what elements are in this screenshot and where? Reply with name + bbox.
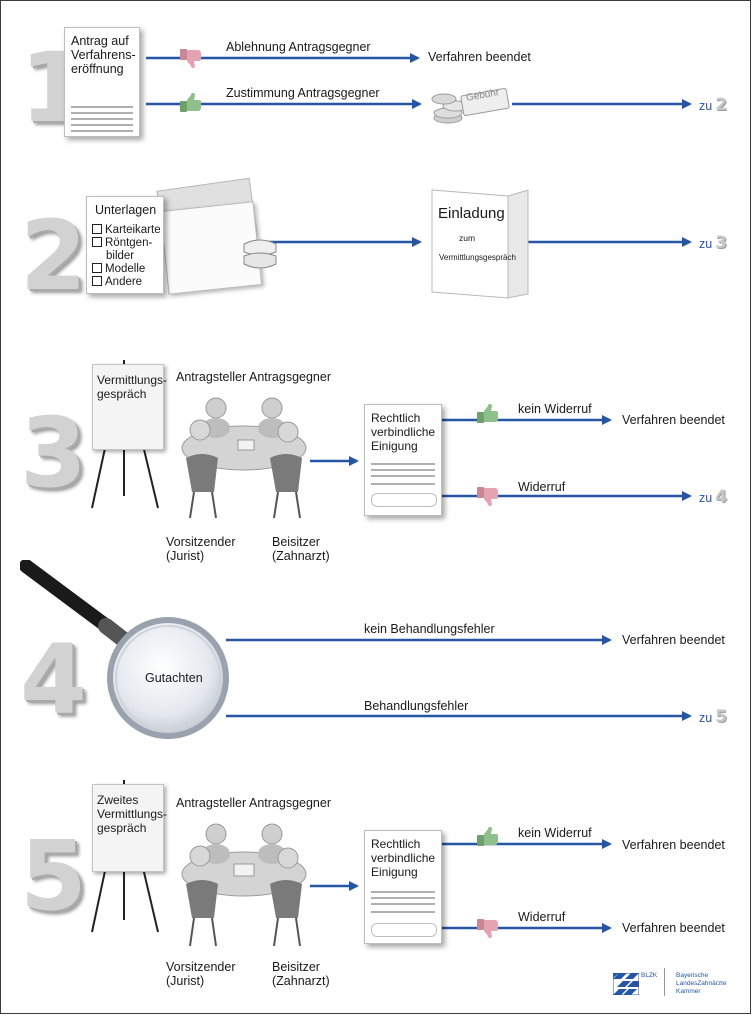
- invitation-zum: zum: [459, 233, 476, 243]
- expert-opinion-label: Gutachten: [145, 671, 203, 685]
- step-number-5: 5: [20, 820, 87, 932]
- step-number-2: 2: [20, 200, 87, 312]
- step-number-4: 4: [20, 624, 87, 736]
- logo-abbr: BLZK: [641, 972, 658, 979]
- thumb-up-icon: [477, 827, 498, 846]
- end-label-s3: Verfahren beendet: [622, 413, 725, 427]
- meeting-table-icon: [181, 823, 307, 947]
- chair-label: Vorsitzender(Jurist): [166, 535, 236, 563]
- thumb-down-icon: [180, 49, 201, 68]
- applicant-label: Antragsteller: [176, 796, 247, 810]
- magnifying-glass-icon: [20, 560, 229, 739]
- approve-label: Zustimmung Antragsgegner: [226, 86, 380, 100]
- no-error-label: kein Behandlungsfehler: [364, 622, 495, 636]
- reject-label: Ablehnung Antragsgegner: [226, 40, 371, 54]
- opponent-label: Antragsgegner: [249, 796, 332, 810]
- documents-title: Unterlagen: [95, 203, 157, 217]
- checklist-item: bilder: [106, 250, 135, 262]
- checklist-item: Andere: [92, 276, 161, 288]
- error-label: Behandlungsfehler: [364, 699, 469, 713]
- logo-divider: [664, 968, 665, 996]
- invitation-card: [431, 189, 529, 299]
- documents-card: Unterlagen: [86, 196, 164, 294]
- fee-coins-icon: [431, 87, 510, 124]
- application-document: Antrag auf Verfahrens-eröffnung: [64, 27, 140, 137]
- seal-icon: [371, 493, 437, 507]
- assessor-label: Beisitzer(Zahnarzt): [272, 535, 330, 563]
- no-objection-label: kein Widerruf: [518, 826, 592, 840]
- assessor-label: Beisitzer(Zahnarzt): [272, 960, 330, 988]
- opponent-label: Antragsgegner: [249, 370, 332, 384]
- thumb-down-icon: [477, 487, 498, 506]
- thumb-down-icon: [477, 919, 498, 938]
- checklist-item: Modelle: [92, 263, 161, 275]
- step-number-3: 3: [20, 397, 87, 509]
- chair-label: Vorsitzender(Jurist): [166, 960, 236, 988]
- end-label-s5-b: Verfahren beendet: [622, 921, 725, 935]
- objection-label: Widerruf: [518, 910, 566, 924]
- end-label-s4: Verfahren beendet: [622, 633, 725, 647]
- objection-label: Widerruf: [518, 480, 566, 494]
- thumb-up-icon: [477, 404, 498, 423]
- meeting-table-icon: [181, 397, 307, 519]
- checklist-item: Karteikarte: [92, 224, 161, 236]
- no-objection-label: kein Widerruf: [518, 402, 592, 416]
- invitation-title: Einladung: [438, 205, 505, 222]
- applicant-label: Antragsteller: [176, 370, 247, 384]
- end-label-s1: Verfahren beendet: [428, 50, 531, 64]
- end-label-s5-a: Verfahren beendet: [622, 838, 725, 852]
- documents-checklist: Karteikarte Röntgen- bilder Modelle Ande…: [92, 224, 161, 289]
- invitation-subtitle: Vermittlungsgespräch: [439, 253, 516, 262]
- checklist-item: Röntgen-: [92, 237, 161, 249]
- thumb-up-icon: [180, 93, 201, 112]
- dental-model-icon: [243, 239, 277, 269]
- easel-sheet: Vermittlungs-gespräch: [92, 364, 168, 450]
- seal-icon: [371, 923, 437, 937]
- application-document-title: Antrag auf Verfahrens-eröffnung: [71, 34, 136, 76]
- easel-text: Vermittlungs-gespräch: [97, 373, 168, 401]
- bavarian-lozenge-logo-icon: [613, 973, 639, 995]
